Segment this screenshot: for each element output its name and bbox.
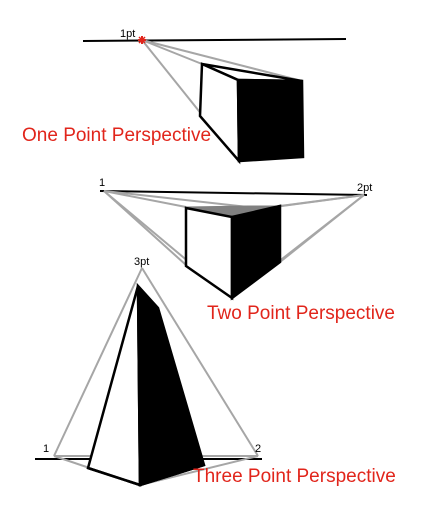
three-point-pyramid-light-face (86, 285, 142, 487)
two-point-vp-left-label: 1 (99, 177, 105, 189)
one-point-ray (141, 39, 203, 65)
three-point-pyramid-base-edge (87, 466, 141, 487)
three-point-vp-left-label: 1 (43, 443, 49, 455)
three-point-section: 3pt 1 2 Three Point Perspective (35, 256, 396, 487)
three-point-caption: Three Point Perspective (193, 466, 396, 487)
three-point-ray (141, 267, 259, 457)
two-point-horizon-line (99, 190, 368, 196)
three-point-pyramid-base-edge (139, 463, 205, 487)
two-point-ray (103, 190, 249, 208)
two-point-vp-right-label: 2pt (357, 182, 372, 194)
one-point-box-side-face (198, 62, 241, 165)
one-point-box-front-face (236, 78, 305, 163)
three-point-ray (139, 455, 259, 486)
two-point-ray (103, 190, 187, 208)
two-point-box-left-face (184, 206, 234, 301)
one-point-ray (141, 39, 303, 82)
one-point-vanishing-point-marker (138, 36, 146, 44)
two-point-box-right-face (230, 204, 282, 301)
two-point-section: 1 2pt Two Point Perspective (99, 177, 395, 324)
two-point-caption: Two Point Perspective (207, 303, 395, 324)
three-point-vp-top-label: 3pt (134, 256, 149, 268)
one-point-caption: One Point Perspective (22, 125, 211, 146)
one-point-horizon-line (82, 38, 347, 42)
one-point-section: 1pt One Point Perspective (22, 28, 347, 165)
three-point-vp-right-label: 2 (255, 443, 261, 455)
three-point-ray (53, 267, 143, 457)
one-point-vp-label: 1pt (120, 28, 135, 40)
